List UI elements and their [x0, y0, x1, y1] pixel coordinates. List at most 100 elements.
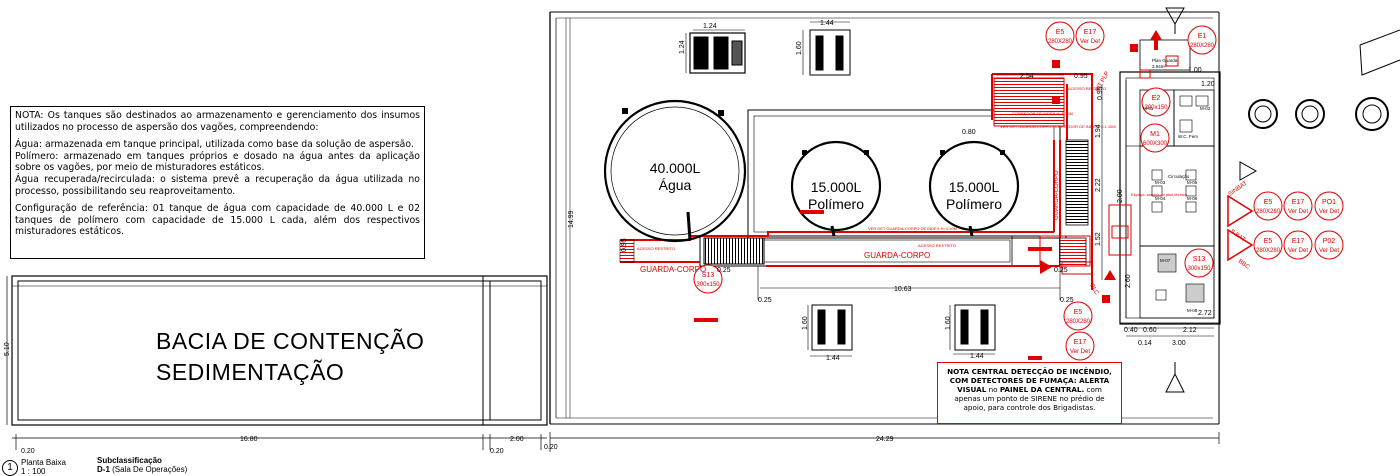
tank-polymer-2 — [928, 140, 1020, 237]
wc-label: W.C. Fem — [1178, 134, 1198, 139]
blc-label: BLC — [1088, 283, 1099, 297]
dim-label: 1.52 — [1095, 232, 1102, 246]
tank-capacity: 15.000L — [810, 179, 862, 195]
room-code: M-07 — [1160, 258, 1171, 263]
corridor-note: VER DET GUARDA-CORPO / CORREDOR DE INDEX… — [1000, 124, 1116, 129]
room-code: M-08 — [1187, 308, 1198, 313]
fire-note-bold2: PAINEL DA CENTRAL. — [999, 385, 1085, 394]
tank-water-label: 40.000L Água — [635, 160, 715, 194]
sign-code: E17 — [1084, 29, 1097, 36]
restricted-note: ACESSO RESTRITO — [1068, 86, 1106, 91]
sign-size: Ver Det — [1319, 248, 1339, 254]
fire-detection-note: NOTA CENTRAL DETECÇÃO DE INCÊNDIO, COM D… — [937, 362, 1122, 424]
dim-label: 5.10 — [4, 342, 11, 356]
sign-size: 280X280 — [1066, 319, 1091, 325]
view-name: Planta Baixa — [21, 458, 66, 467]
sign-code: S13 — [702, 272, 715, 279]
sign-code: E17 — [1292, 199, 1305, 206]
tank-polymer-2-label: 15.000L Polímero — [934, 179, 1014, 213]
sign-code: PO1 — [1322, 199, 1336, 206]
stair-left-small — [619, 239, 635, 263]
dim-label: 0.95 — [1074, 73, 1088, 80]
corridor-note: CORREDOR DE INDEX H=1.10M — [1012, 111, 1073, 116]
level-marker-top — [1165, 7, 1185, 34]
dim-label: 10.63 — [894, 286, 912, 293]
dim-label: 1.44 — [820, 20, 834, 27]
dim-label: 1.60 — [802, 316, 809, 330]
sign-code: P02 — [1323, 238, 1336, 245]
sign-code: E5 — [1264, 238, 1273, 245]
sign-code: E17 — [1292, 238, 1305, 245]
dim-label: 2.22 — [1095, 178, 1102, 192]
covered-area-note: Espaço: serviço do piso técnico — [1131, 192, 1188, 197]
level-marker-bottom — [1165, 362, 1185, 393]
dim-label: 2.00 — [510, 436, 524, 443]
dim-label: 0.60 — [1143, 327, 1157, 334]
sign-size: 600X300 — [1143, 141, 1168, 147]
dim-label: 1.94 — [1095, 124, 1102, 138]
view-title: Planta Baixa 1 : 100 — [21, 458, 66, 476]
guardrail-label: GUARDA-CORPO — [640, 265, 706, 274]
dim-label: 0.20 — [21, 448, 35, 455]
restricted-note: ACESSO RESTRITO — [637, 246, 675, 251]
note-recovered-water: Água recuperada/recirculada: o sistema p… — [15, 173, 420, 197]
fire-note-rest: com apenas um ponto de SIRENE no prédio … — [954, 385, 1105, 412]
sign-size: 300x150 — [1187, 266, 1211, 272]
sign-size: 280X280 — [1048, 39, 1073, 45]
dim-label: 0.40 — [1124, 327, 1138, 334]
note-polymer: Polímero: armazenado em tanques próprios… — [15, 150, 420, 174]
sign-code: E2 — [1152, 95, 1161, 102]
dimension-labels: 1.44 1.24 1.24 1.60 14.99 5.10 16.80 2.0… — [4, 20, 1215, 455]
sign-code: S13 — [1193, 256, 1206, 263]
dim-label: 0.25 — [1054, 267, 1068, 274]
general-note-box: NOTA: Os tanques são destinados ao armaz… — [10, 106, 425, 259]
dim-label: 3.00 — [1172, 340, 1186, 347]
dim-label: 24.29 — [876, 436, 894, 443]
bbc-label: BBC — [1237, 259, 1251, 271]
mixer-bottom-right — [954, 304, 996, 351]
dim-label: 1.20 — [1201, 81, 1215, 88]
dim-label: 2.12 — [1183, 327, 1197, 334]
dim-label: 1.24 — [703, 23, 717, 30]
overall-dimensions — [549, 432, 1220, 452]
dim-label: 0.14 — [1138, 340, 1152, 347]
dim-label: 1.60 — [796, 41, 803, 55]
note-reference-config: Configuração de referência: 01 tanque de… — [15, 203, 420, 238]
restricted-note: ACESSO RESTRITO — [918, 243, 956, 248]
stair-right-vertical — [1065, 139, 1089, 226]
subclass-desc: (Sala De Operações) — [112, 465, 188, 474]
tank-content: Polímero — [807, 196, 865, 212]
fire-note-mid: no — [986, 385, 1000, 394]
pump-unit-top — [689, 32, 746, 74]
sign-size: Ver Det — [1070, 349, 1090, 355]
plan-area: 3.94m² — [1152, 64, 1167, 69]
dim-label: 2.00 — [1117, 189, 1124, 203]
sign-size: Ver Det — [1288, 209, 1308, 215]
sign-size: 280X280 — [1256, 248, 1281, 254]
tank-content: Polímero — [945, 196, 1003, 212]
tank-nozzles — [622, 108, 1005, 155]
drawing-title-block: 1 Planta Baixa 1 : 100 Subclassificação … — [0, 452, 240, 476]
dim-label: 1.00 — [1188, 67, 1202, 74]
plan-label: Plan Guarda — [1152, 58, 1178, 63]
dim-label: 2.54 — [1020, 73, 1034, 80]
tank-polymer-1 — [790, 140, 882, 237]
dim-label: 14.99 — [568, 210, 575, 228]
dim-label: 1.24 — [679, 40, 686, 54]
sign-code: E5 — [1264, 199, 1273, 206]
circulation-label: Circulação — [1168, 174, 1190, 179]
mixer-top — [809, 29, 851, 76]
sign-code: E5 — [1074, 309, 1083, 316]
dim-label: 1.44 — [826, 355, 840, 362]
note-intro: NOTA: Os tanques são destinados ao armaz… — [15, 110, 420, 133]
dim-label: 0.95 — [621, 238, 628, 252]
room-code: M-06 — [1187, 196, 1198, 201]
dim-label: 0.20 — [490, 448, 504, 455]
room-code: M-03 — [1155, 180, 1166, 185]
subclassification: Subclassificação D-1 (Sala De Operações) — [97, 456, 187, 474]
tank-water — [603, 99, 747, 243]
level-marker-right — [1239, 161, 1258, 181]
mixer-bottom-left — [811, 304, 853, 351]
